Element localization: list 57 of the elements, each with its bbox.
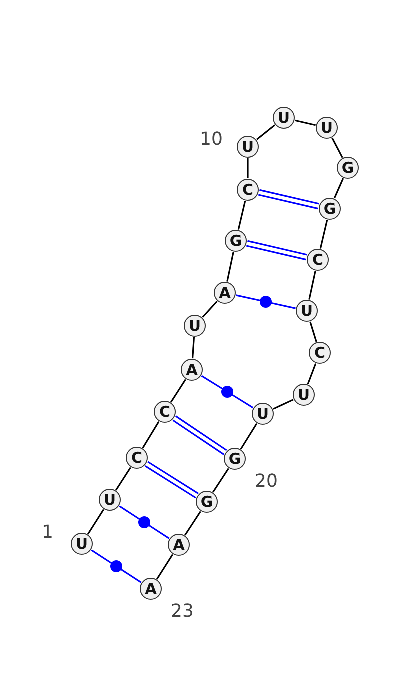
backbone-line (116, 467, 132, 491)
nucleotide-circle: C (154, 401, 176, 423)
nucleotide-circle: U (293, 384, 315, 406)
nucleotide-circle: G (225, 230, 247, 252)
backbone-line (226, 252, 234, 282)
base-pair-line (144, 461, 200, 499)
nucleotide-circle: G (337, 157, 359, 179)
nucleotide-circle: A (214, 282, 236, 304)
position-number: 20 (255, 471, 278, 492)
nucleotide-circle: U (99, 489, 121, 511)
backbone-line (308, 271, 316, 300)
base-pair-line (236, 294, 296, 310)
nucleotide-circle: U (71, 533, 93, 555)
backbone-line (156, 554, 174, 580)
backbone-line (88, 509, 104, 535)
backbone-line (247, 158, 249, 178)
nucleotide-circle: G (224, 448, 246, 470)
backbone-line (202, 300, 218, 318)
backbone-line (334, 178, 344, 199)
backbone-line (295, 120, 316, 126)
backbone-line (332, 138, 344, 158)
nucleotide-circle: C (307, 249, 329, 271)
position-number: 23 (171, 601, 194, 622)
base-pair-line (246, 240, 308, 261)
backbone-line (142, 421, 160, 449)
position-number: 10 (200, 129, 223, 150)
nucleotide-circle: C (237, 179, 259, 201)
backbone-line (238, 201, 246, 230)
backbone-line (212, 468, 230, 493)
base-pair-line (119, 506, 170, 540)
backbone-line (273, 399, 294, 410)
base-pair-line (258, 189, 320, 210)
nucleotide-circle: U (316, 117, 338, 139)
nucleotide-circle: C (126, 447, 148, 469)
base-pair-line (201, 375, 254, 409)
backbone-line (192, 337, 196, 359)
backbone-line (240, 423, 258, 450)
nucleotide-circle: U (273, 107, 295, 129)
nucleotide-circle: G (319, 198, 341, 220)
backbone-line (184, 511, 202, 536)
base-pair-line (172, 416, 228, 456)
nucleotide-circle: U (237, 136, 259, 158)
base-pair-line (91, 550, 142, 584)
nucleotide-circle: U (296, 300, 318, 322)
nucleotide-circle: A (181, 359, 203, 381)
nucleotide-circle: A (140, 578, 162, 600)
backbone-line (170, 379, 186, 403)
backbone-line (320, 220, 328, 249)
nucleotide-circle: C (309, 342, 331, 364)
backbone-line (310, 322, 318, 342)
position-number: 1 (42, 522, 54, 543)
backbone-line (307, 363, 317, 385)
backbone-line (256, 124, 276, 140)
nucleotide-circle: G (196, 491, 218, 513)
nucleotide-circle: U (184, 315, 206, 337)
nucleotide-circle: U (252, 403, 274, 425)
nucleotide-circle: A (168, 534, 190, 556)
